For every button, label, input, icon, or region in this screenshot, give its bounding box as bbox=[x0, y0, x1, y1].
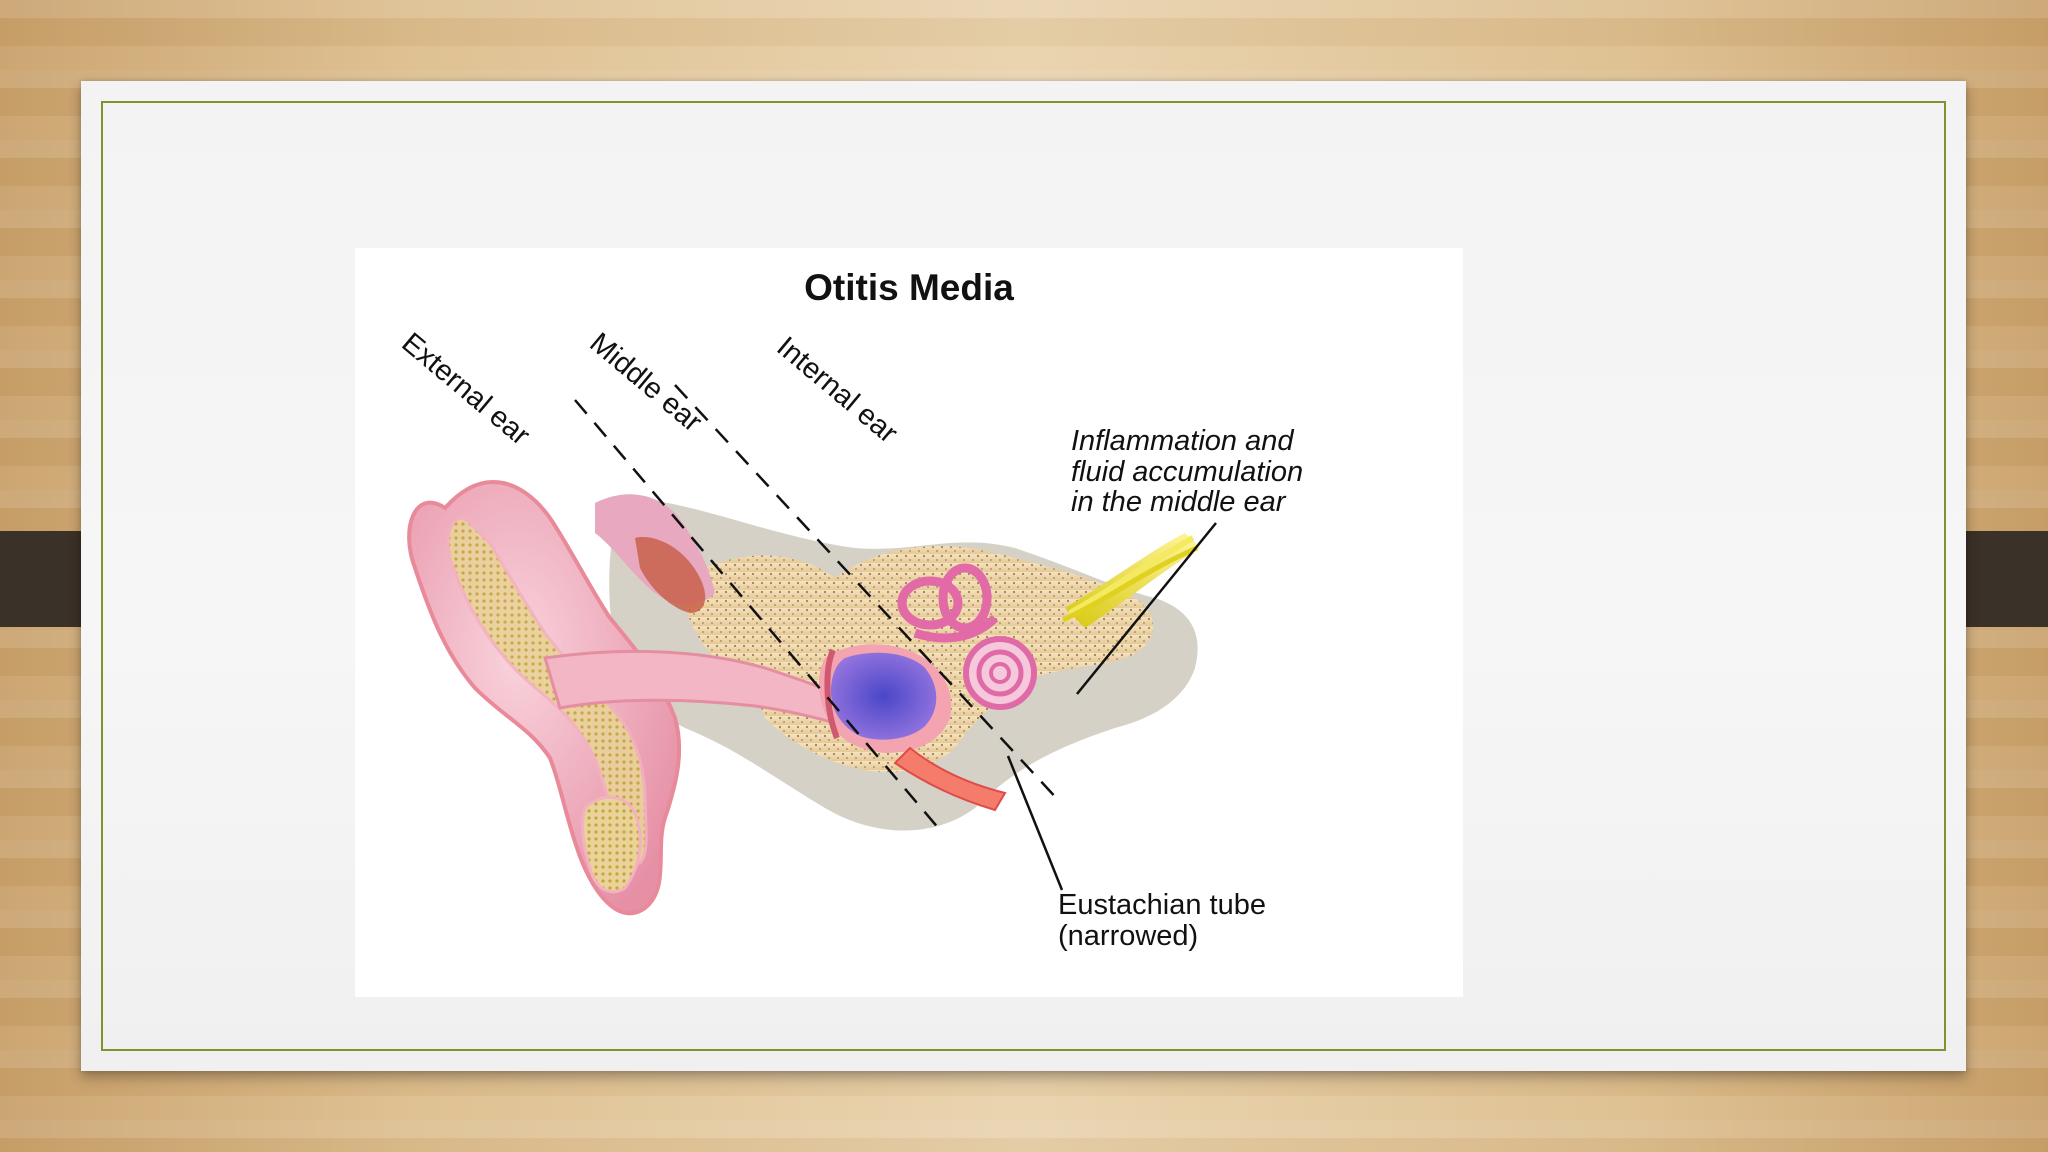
boundary-lines bbox=[574, 384, 1061, 831]
middle-ear-fluid bbox=[830, 652, 937, 740]
semicircular-canals bbox=[897, 563, 999, 643]
eustachian-leader bbox=[1006, 755, 1064, 891]
eustachian-tube bbox=[893, 746, 1007, 812]
slide-border bbox=[101, 101, 1946, 1051]
callout-inflammation-line-2: fluid accumulation bbox=[1071, 456, 1303, 488]
callout-inflammation-line-1: Inflammation and bbox=[1071, 425, 1294, 457]
callout-eustachian-line-2: (narrowed) bbox=[1058, 920, 1198, 952]
ear-diagram: Otitis Media External ear Middle ear Int… bbox=[396, 267, 1304, 952]
label-internal-ear: Internal ear bbox=[771, 331, 904, 450]
diagram-title: Otitis Media bbox=[804, 267, 1014, 308]
eardrum bbox=[824, 648, 840, 740]
ear-lobe-cartilage bbox=[581, 795, 642, 894]
label-middle-ear: Middle ear bbox=[584, 327, 709, 439]
otitis-media-figure: Otitis Media External ear Middle ear Int… bbox=[355, 248, 1463, 997]
label-external-ear: External ear bbox=[396, 327, 537, 452]
inflammation-leader bbox=[1076, 522, 1217, 695]
canal-muscle bbox=[635, 537, 706, 613]
cochlea bbox=[963, 636, 1037, 710]
callout-eustachian-line-1: Eustachian tube bbox=[1058, 889, 1266, 921]
callout-inflammation-line-3: in the middle ear bbox=[1071, 486, 1287, 518]
